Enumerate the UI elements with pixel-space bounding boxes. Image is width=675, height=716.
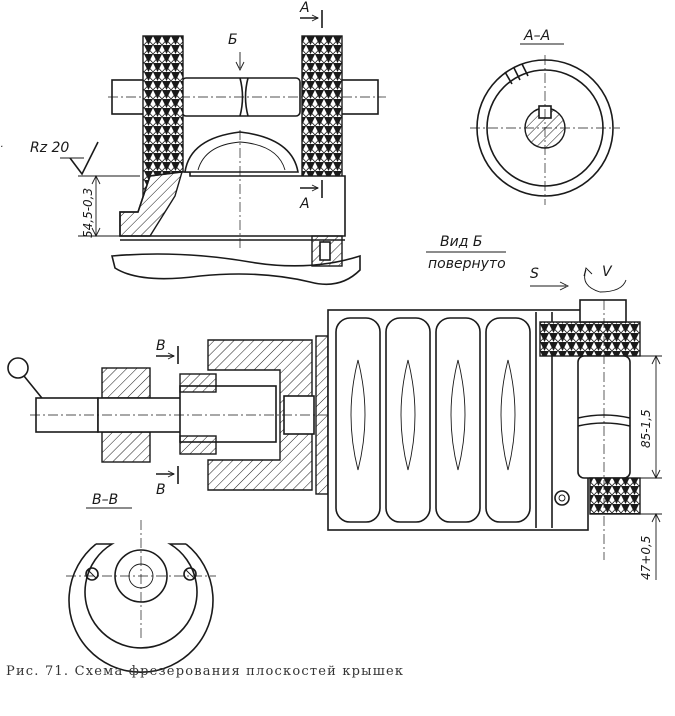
workpiece-2 bbox=[385, 317, 431, 523]
cutter-bottom bbox=[589, 477, 641, 515]
workpiece-1 bbox=[335, 317, 381, 523]
svg-text:V: V bbox=[602, 264, 613, 280]
figure-caption: Рис. 71. Схема фрезерования плоскостей к… bbox=[6, 664, 405, 679]
svg-text:Вид Б: Вид Б bbox=[440, 234, 482, 250]
section-aa: А–А bbox=[470, 28, 620, 205]
svg-text:Б: Б bbox=[228, 32, 238, 48]
cutter-top bbox=[539, 321, 641, 357]
section-a-markers: А А bbox=[299, 0, 323, 212]
vv-outer-arc bbox=[68, 543, 214, 673]
dim-85: 85-1,5 bbox=[639, 409, 653, 448]
view-b-arrow: Б bbox=[228, 32, 245, 72]
roughness-symbol: Rz 20 bbox=[30, 140, 140, 238]
dim-54-5: 54,5-0,3 bbox=[81, 188, 95, 238]
svg-text:S: S bbox=[530, 266, 539, 282]
base-bolt bbox=[319, 241, 331, 261]
workpiece-dome-inner bbox=[197, 141, 286, 171]
clamp-nut bbox=[179, 385, 277, 443]
svg-text:В–В: В–В bbox=[92, 492, 118, 508]
section-vv: В–В bbox=[66, 492, 216, 673]
svg-text:В: В bbox=[156, 338, 166, 354]
fixture-base bbox=[110, 253, 361, 286]
view-b-label: Вид Б повернуто bbox=[426, 234, 506, 272]
workpiece-4 bbox=[485, 317, 531, 523]
svg-text:А: А bbox=[299, 0, 310, 16]
svg-text:А–А: А–А bbox=[523, 28, 550, 44]
workpiece-section-left bbox=[119, 171, 183, 237]
bottom-assembly: В В bbox=[7, 299, 662, 580]
svg-text:повернуто: повернуто bbox=[428, 256, 506, 272]
stray-mark: · bbox=[0, 142, 3, 153]
svg-text:А: А bbox=[299, 196, 310, 212]
feed-rotation: S V bbox=[530, 264, 627, 293]
handle-knob bbox=[7, 357, 29, 379]
clamp-housing bbox=[207, 339, 313, 491]
dim-47: 47+0,5 bbox=[639, 536, 653, 580]
svg-text:Rz 20: Rz 20 bbox=[30, 140, 69, 156]
top-view-assembly bbox=[108, 35, 386, 286]
base-bolt-section bbox=[311, 235, 343, 267]
workpiece-3 bbox=[435, 317, 481, 523]
svg-text:В: В bbox=[156, 482, 166, 498]
workpiece-dome bbox=[184, 131, 299, 173]
workpieces bbox=[335, 317, 531, 523]
